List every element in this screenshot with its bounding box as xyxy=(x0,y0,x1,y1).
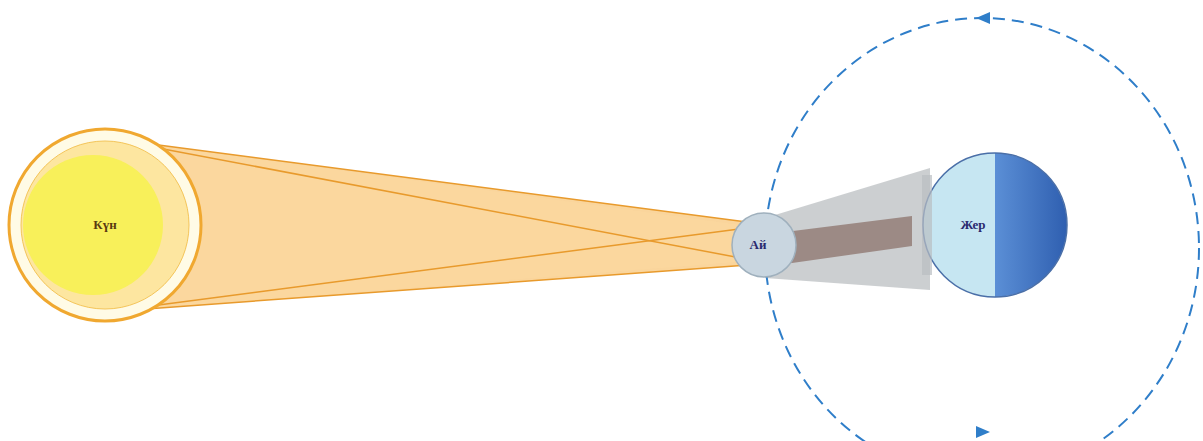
earth-label: Жер xyxy=(960,217,985,233)
sunlight-beam xyxy=(105,138,762,312)
moon-orbit xyxy=(765,18,1199,441)
orbit-arrow xyxy=(976,426,990,438)
earth-circle: Жер xyxy=(922,152,1068,298)
ray-line xyxy=(105,264,762,312)
sun-label: Күн xyxy=(93,217,116,233)
ray-line xyxy=(105,226,762,312)
earth-circle-outline xyxy=(922,152,1068,298)
orbit-arrow xyxy=(976,12,990,24)
ray-line xyxy=(105,138,762,262)
moon-label: Ай xyxy=(750,237,767,253)
ray-line xyxy=(105,138,762,224)
umbra xyxy=(785,216,912,264)
sun-circle: Күн xyxy=(7,127,203,323)
sunlight-beam xyxy=(105,138,762,312)
moon-circle: Ай xyxy=(731,212,797,278)
